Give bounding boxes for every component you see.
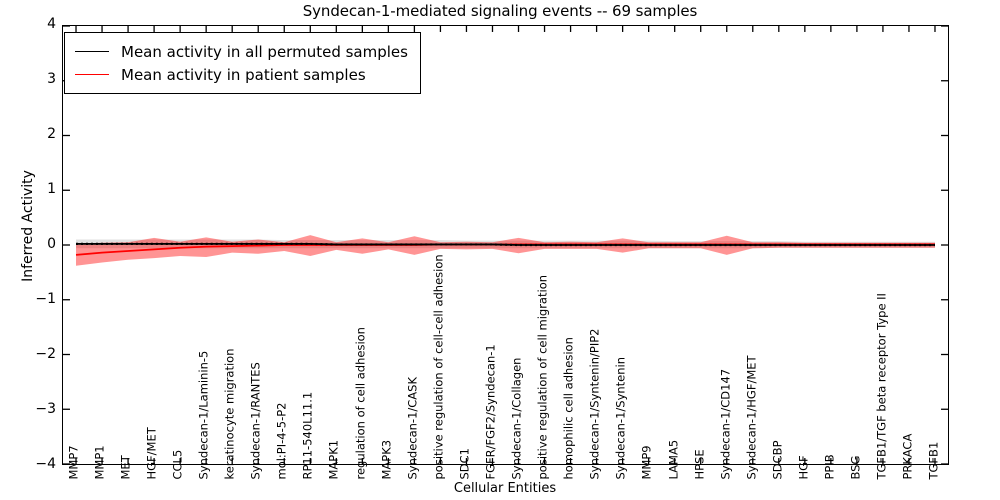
x-tick-label: BSG bbox=[848, 455, 863, 480]
legend-entry-patient: Mean activity in patient samples bbox=[75, 63, 408, 86]
x-tick-label: Syndecan-1/CASK bbox=[405, 376, 420, 480]
x-tick-label: Syndecan-1/CD147 bbox=[718, 368, 733, 480]
x-tick-label: TGFB1/TGF beta receptor Type II bbox=[874, 293, 889, 480]
legend-label-permuted: Mean activity in all permuted samples bbox=[121, 42, 408, 61]
x-tick-label: Syndecan-1/Syntenin/PIP2 bbox=[587, 328, 602, 480]
x-tick-label: homophilic cell adhesion bbox=[561, 337, 576, 480]
plot-area bbox=[62, 25, 949, 465]
x-tick-label: HPSE bbox=[692, 449, 707, 480]
x-tick-label: MAPK1 bbox=[326, 439, 341, 480]
chart-legend: Mean activity in all permuted samples Me… bbox=[64, 32, 421, 94]
y-axis-label: Inferred Activity bbox=[20, 170, 36, 282]
x-tick-label: CCL5 bbox=[170, 449, 185, 480]
chart-title: Syndecan-1-mediated signaling events -- … bbox=[302, 2, 698, 20]
x-tick-label: SDCBP bbox=[770, 440, 785, 480]
y-tick-label: 3 bbox=[47, 71, 56, 87]
legend-line-swatch-black bbox=[75, 51, 109, 52]
y-tick-label: −4 bbox=[35, 456, 56, 472]
x-tick-label: MMP1 bbox=[92, 445, 107, 480]
x-tick-marks bbox=[75, 26, 936, 464]
x-tick-label: HGF bbox=[796, 455, 811, 480]
legend-line-swatch-red bbox=[75, 74, 109, 75]
x-tick-label: positive regulation of cell-cell adhesio… bbox=[431, 254, 446, 480]
x-tick-label: Syndecan-1/Syntenin bbox=[613, 356, 628, 480]
x-tick-label: Syndecan-1/RANTES bbox=[248, 362, 263, 480]
x-tick-label: MET bbox=[118, 455, 133, 480]
x-tick-label: HGF/MET bbox=[144, 427, 159, 480]
x-tick-label: regulation of cell adhesion bbox=[353, 327, 367, 480]
x-tick-label: PRKACA bbox=[900, 433, 915, 480]
legend-entry-permuted: Mean activity in all permuted samples bbox=[75, 40, 408, 63]
x-tick-label: FGFR/FGF2/Syndecan-1 bbox=[483, 344, 498, 480]
plot-svg bbox=[63, 26, 948, 464]
x-tick-label: TGFB1 bbox=[926, 441, 941, 480]
x-tick-label: mol:PI-4-5-P2 bbox=[274, 402, 289, 480]
x-tick-label: SDC1 bbox=[457, 447, 472, 480]
x-tick-label: RP11-540L11.1 bbox=[300, 391, 315, 480]
x-tick-label: Syndecan-1/Laminin-5 bbox=[196, 350, 211, 480]
x-tick-label: Syndecan-1/HGF/MET bbox=[744, 355, 759, 480]
x-tick-label: MMP9 bbox=[639, 445, 654, 480]
confidence-bands bbox=[76, 235, 935, 266]
x-tick-label: positive regulation of cell migration bbox=[535, 274, 550, 480]
y-tick-label: −3 bbox=[35, 401, 56, 417]
series-lines bbox=[75, 242, 935, 256]
x-tick-label: Syndecan-1/Collagen bbox=[509, 357, 524, 480]
x-tick-label: PPIB bbox=[822, 454, 837, 480]
x-tick-label: MAPK3 bbox=[379, 439, 394, 480]
x-tick-label: MMP7 bbox=[66, 445, 81, 480]
x-tick-label: keratinocyte migration bbox=[222, 348, 237, 480]
y-tick-label: −2 bbox=[35, 346, 56, 362]
legend-label-patient: Mean activity in patient samples bbox=[121, 65, 366, 84]
x-axis-label: Cellular Entities bbox=[453, 481, 557, 496]
x-tick-label: LAMA5 bbox=[666, 439, 681, 480]
